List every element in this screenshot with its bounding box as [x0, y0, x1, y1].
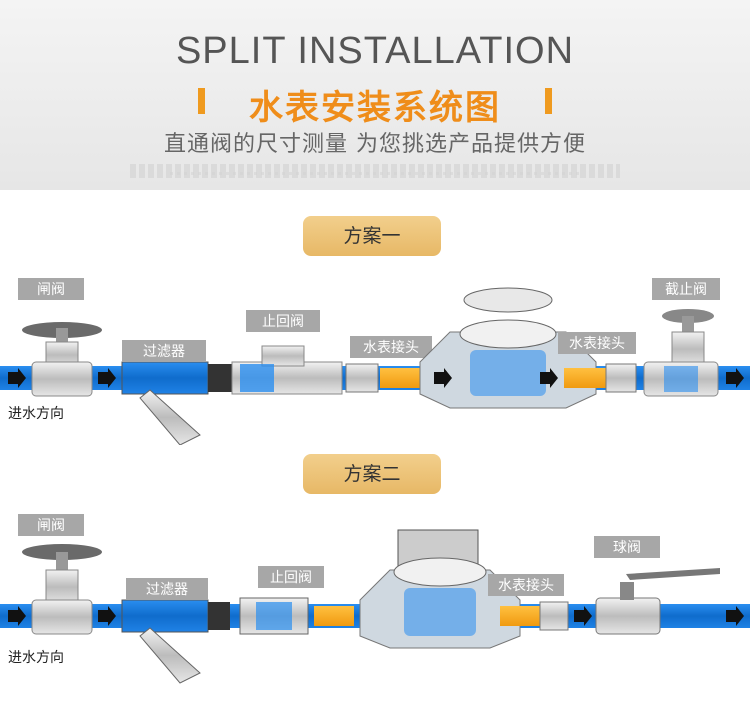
title-bar-right: [545, 88, 552, 114]
label-filter-bg: [122, 340, 206, 362]
label-gate-valve-bg: [18, 278, 84, 300]
label-gate-valve-bg: [18, 514, 84, 536]
gate-valve-icon: [22, 322, 102, 397]
arrow-icon: [98, 606, 116, 626]
label-flow-direction: 进水方向: [8, 650, 64, 666]
gate-valve-icon: [22, 544, 102, 635]
label-check-valve-bg: [246, 310, 320, 332]
label-check-valve-bg: [258, 566, 324, 588]
stop-valve-icon: [643, 309, 719, 397]
arrow-icon: [8, 368, 26, 388]
header-banner: SPLIT INSTALLATION 水表安装系统图 直通阀的尺寸测量 为您挑选…: [0, 0, 750, 190]
arrow-icon: [434, 368, 452, 388]
label-meter-joint-bg: [488, 574, 564, 596]
title-english: SPLIT INSTALLATION: [175, 30, 575, 72]
header-decoration: [130, 164, 620, 178]
label-filter: 过滤器: [143, 344, 185, 360]
meter-joint-icon: [500, 606, 540, 626]
arrow-icon: [8, 606, 26, 626]
label-ball-valve: 球阀: [613, 540, 641, 556]
arrow-icon: [726, 368, 744, 388]
subtitle: 直通阀的尺寸测量 为您挑选产品提供方便: [164, 132, 586, 157]
water-meter-icon: [359, 529, 521, 649]
label-flow-direction: 进水方向: [8, 406, 64, 422]
plan1-badge: 方案一: [303, 216, 441, 256]
label-gate-valve: 闸阀: [37, 282, 65, 298]
ball-valve-icon: [595, 568, 720, 635]
label-meter-joint-left-bg: [350, 336, 432, 358]
label-check-valve: 止回阀: [270, 570, 312, 586]
header-decoration-2: [170, 172, 580, 175]
label-meter-joint-right: 水表接头: [569, 335, 625, 352]
label-filter-bg: [126, 578, 208, 600]
label-filter: 过滤器: [146, 582, 188, 598]
flow-arrows: [8, 606, 744, 626]
arrow-icon: [540, 368, 558, 388]
meter-joint-right-icon: [564, 368, 608, 388]
label-meter-joint-left: 水表接头: [363, 339, 419, 356]
label-check-valve: 止回阀: [262, 314, 304, 330]
title-bar-left: [198, 88, 205, 114]
label-meter-joint: 水表接头: [498, 577, 554, 594]
meter-joint-right-nut: [605, 363, 637, 393]
arrow-icon: [574, 606, 592, 626]
filter-icon: [121, 361, 232, 445]
label-stop-valve-bg: [652, 278, 720, 300]
plan2-diagram: 闸阀 进水方向 过滤器 止回阀 水表接头 球阀: [0, 514, 750, 684]
check-valve-icon: [231, 345, 343, 395]
label-ball-valve-bg: [594, 536, 660, 558]
water-meter-icon: [419, 287, 597, 409]
label-stop-valve: 截止阀: [665, 282, 707, 298]
arrow-icon: [98, 368, 116, 388]
meter-joint-left-nut: [345, 363, 379, 393]
flow-arrows: [8, 368, 744, 388]
label-gate-valve: 闸阀: [37, 518, 65, 534]
meter-joint-nut: [539, 601, 569, 631]
title-chinese: 水表安装系统图: [249, 88, 501, 128]
plan2-badge: 方案二: [303, 454, 441, 494]
arrow-icon: [726, 606, 744, 626]
label-meter-joint-right-bg: [558, 332, 636, 354]
filter-icon: [121, 599, 230, 684]
meter-joint-left-icon: [380, 368, 420, 388]
plan1-diagram: 闸阀 进水方向 过滤器 止回阀 水表接头 水表接头 截止阀: [0, 278, 750, 445]
check-valve-icon: [239, 597, 354, 635]
